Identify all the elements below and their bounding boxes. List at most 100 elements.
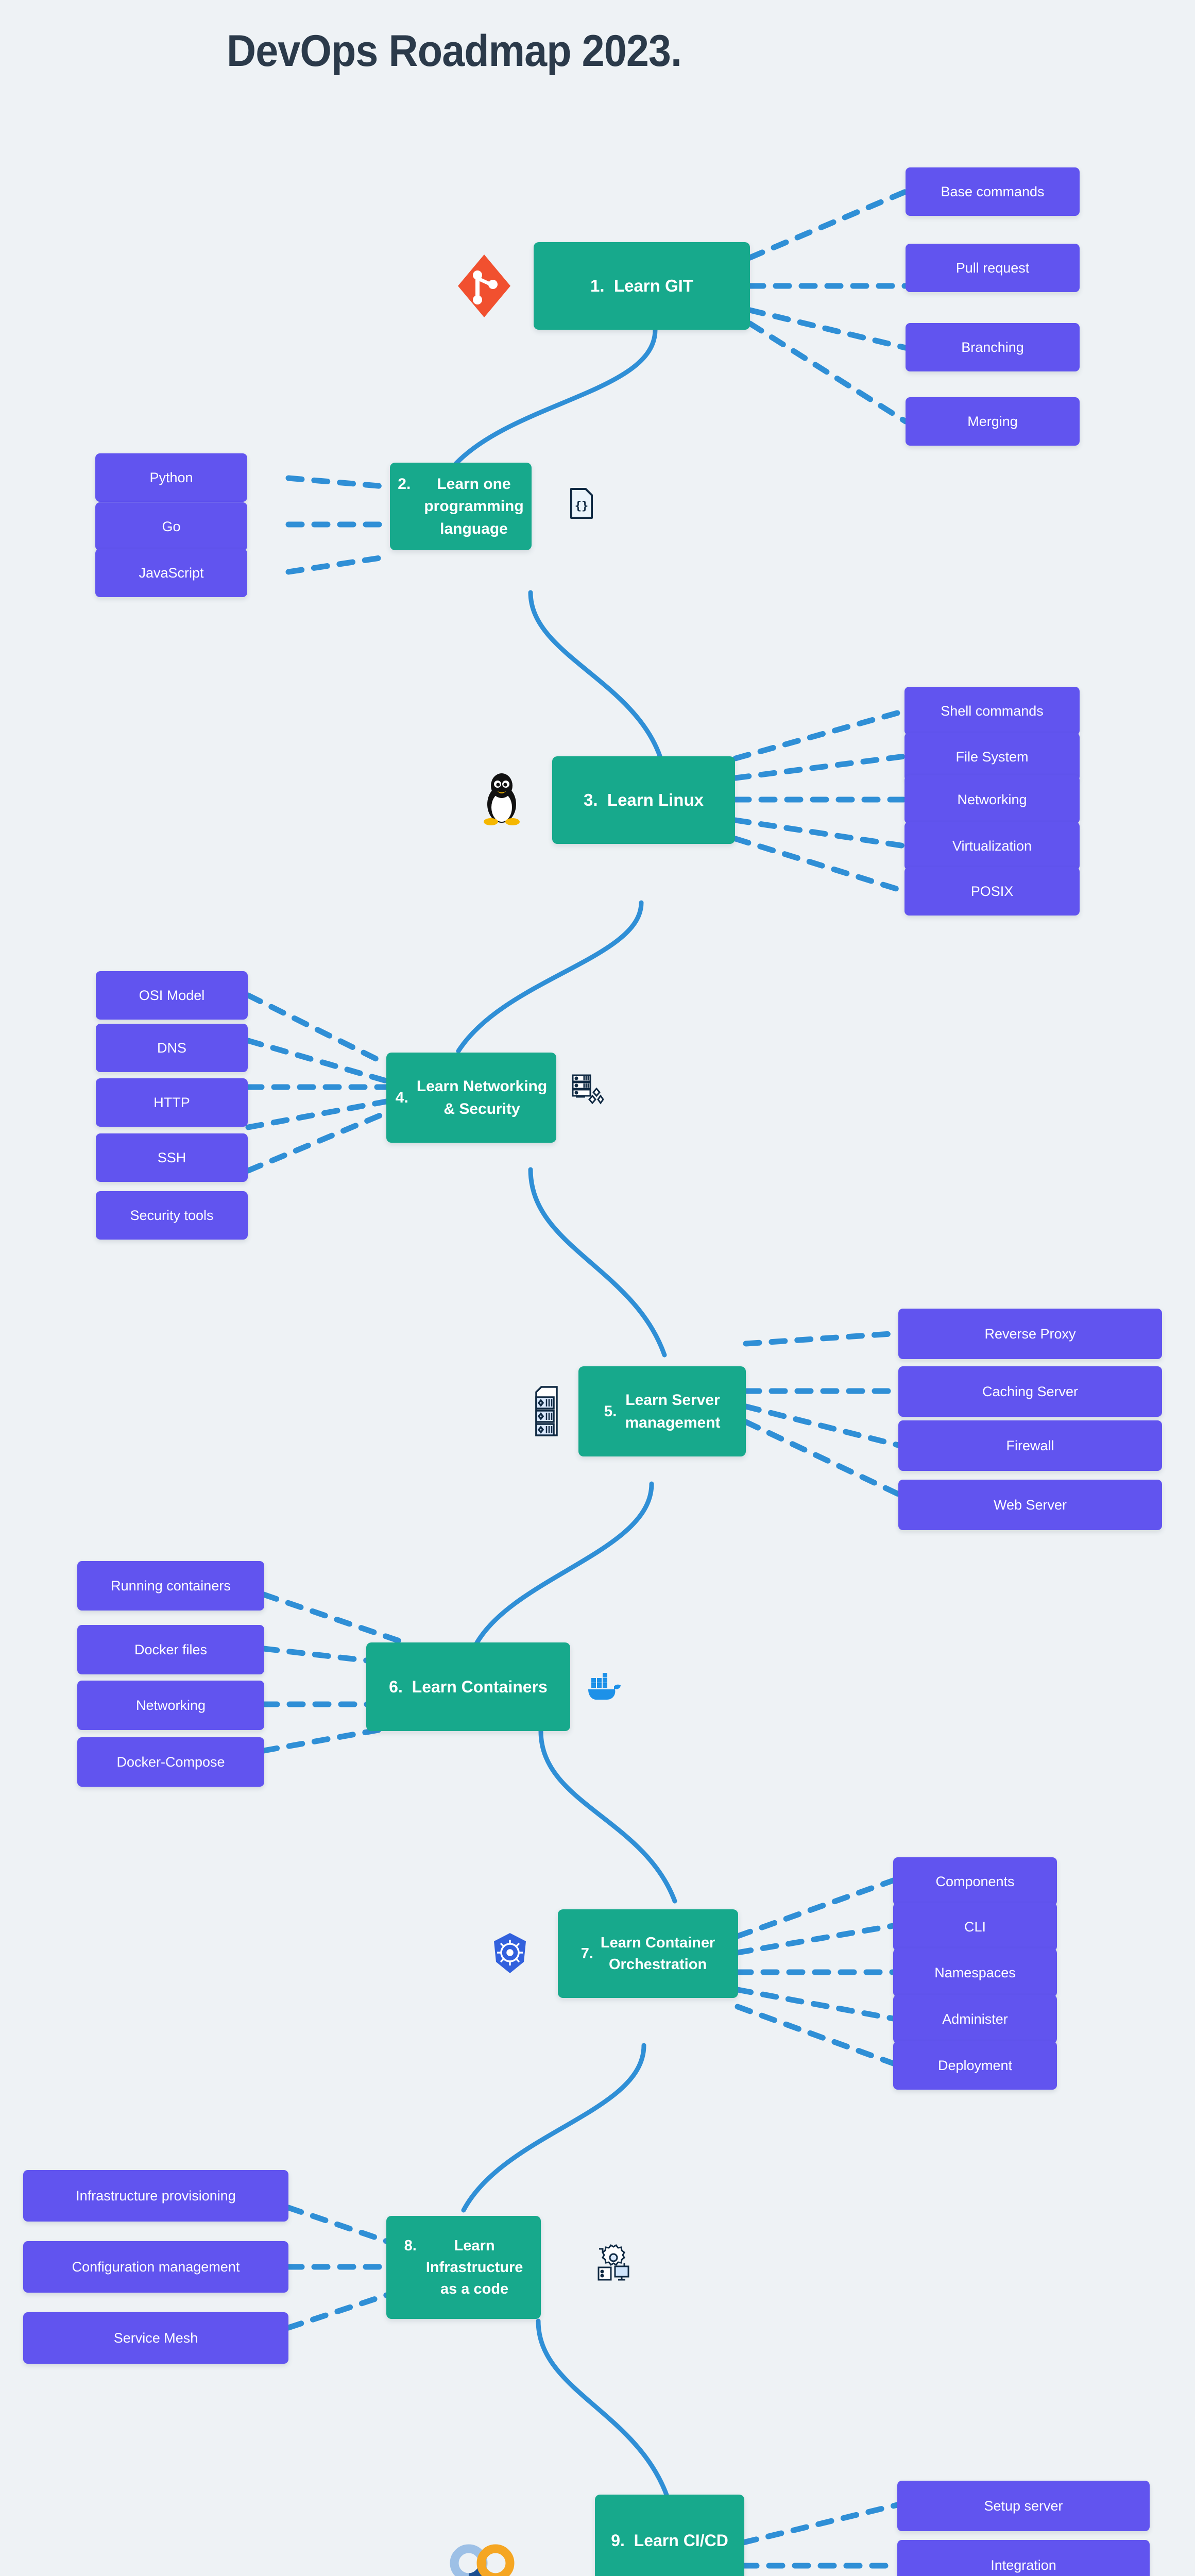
chip-label: Networking: [957, 791, 1027, 807]
step-8-title-line2: Infrastructure: [425, 2259, 523, 2276]
server-rack-icon: [533, 1385, 560, 1444]
chip-http[interactable]: HTTP: [96, 1078, 248, 1127]
chip-label: Administer: [942, 2011, 1008, 2027]
chip-docker-compose[interactable]: Docker-Compose: [77, 1737, 264, 1787]
step-7-title-line1: Learn Container: [600, 1934, 715, 1951]
chip-components[interactable]: Components: [893, 1857, 1057, 1906]
chip-ssh[interactable]: SSH: [96, 1133, 248, 1182]
chip-osi-model[interactable]: OSI Model: [96, 971, 248, 1020]
chip-label: Python: [149, 469, 193, 485]
step-node-5[interactable]: 5. Learn Server management: [578, 1366, 746, 1456]
chip-label: Networking: [135, 1697, 206, 1713]
chip-label: Namespaces: [934, 1964, 1016, 1980]
chip-administer[interactable]: Administer: [893, 1995, 1057, 2043]
chip-label: JavaScript: [139, 565, 204, 581]
page-title: DevOps Roadmap 2023.: [227, 26, 682, 76]
step-6-title: Learn Containers: [412, 1677, 548, 1696]
step-4-title-line1: Learn Networking: [416, 1078, 548, 1095]
chip-label: Docker-Compose: [116, 1754, 225, 1770]
code-file-icon: {}: [569, 487, 594, 522]
step-5-title-line1: Learn Server: [625, 1392, 720, 1409]
chip-pull-request[interactable]: Pull request: [906, 244, 1080, 292]
chip-label: Web Server: [993, 1497, 1067, 1513]
chip-web-server[interactable]: Web Server: [898, 1480, 1162, 1530]
step-4-number: 4.: [395, 1089, 408, 1106]
chip-label: CLI: [964, 1919, 986, 1935]
chip-virtualization[interactable]: Virtualization: [904, 822, 1080, 870]
step-8-number: 8.: [404, 2237, 417, 2254]
chip-label: Configuration management: [72, 2259, 240, 2275]
chip-security-tools[interactable]: Security tools: [96, 1191, 248, 1240]
linux-penguin-icon: [482, 770, 522, 829]
step-3-number: 3.: [584, 790, 598, 810]
chip-firewall[interactable]: Firewall: [898, 1420, 1162, 1471]
chip-label: SSH: [157, 1149, 186, 1165]
chip-go[interactable]: Go: [95, 502, 247, 551]
chip-docker-files[interactable]: Docker files: [77, 1625, 264, 1674]
chip-label: Infrastructure provisioning: [76, 2188, 236, 2204]
chip-label: HTTP: [153, 1094, 190, 1110]
step-9-title: Learn CI/CD: [634, 2531, 728, 2550]
chip-networking-linux[interactable]: Networking: [904, 775, 1080, 824]
chip-service-mesh[interactable]: Service Mesh: [23, 2312, 288, 2364]
chip-dns[interactable]: DNS: [96, 1024, 248, 1072]
chip-javascript[interactable]: JavaScript: [95, 549, 247, 597]
step-node-4[interactable]: 4. Learn Networking & Security: [386, 1053, 556, 1143]
chip-label: Base commands: [941, 183, 1045, 199]
step-2-title-line2: programming: [424, 498, 524, 515]
chip-configuration-management[interactable]: Configuration management: [23, 2241, 288, 2293]
chip-label: POSIX: [970, 883, 1014, 899]
step-node-9[interactable]: 9. Learn CI/CD: [595, 2495, 744, 2576]
chip-merging[interactable]: Merging: [906, 397, 1080, 446]
step-8-title-line3: as a code: [440, 2281, 509, 2298]
chip-integration[interactable]: Integration: [897, 2540, 1150, 2576]
step-3-title: Learn Linux: [607, 790, 704, 810]
chip-label: Docker files: [134, 1641, 208, 1657]
chip-infrastructure-provisioning[interactable]: Infrastructure provisioning: [23, 2170, 288, 2222]
chip-caching-server[interactable]: Caching Server: [898, 1366, 1162, 1417]
chip-label: Running containers: [111, 1578, 231, 1594]
docker-whale-icon: [587, 1672, 621, 1706]
chip-running-containers[interactable]: Running containers: [77, 1561, 264, 1611]
chip-shell-commands[interactable]: Shell commands: [904, 687, 1080, 735]
chip-python[interactable]: Python: [95, 453, 247, 502]
chip-label: Deployment: [937, 2057, 1013, 2073]
step-node-7[interactable]: 7. Learn Container Orchestration: [558, 1909, 738, 1998]
step-2-title-line1: Learn one: [437, 475, 511, 493]
step-node-6[interactable]: 6. Learn Containers: [366, 1642, 570, 1731]
chip-label: Components: [935, 1873, 1015, 1889]
chip-label: Merging: [967, 413, 1018, 429]
step-9-number: 9.: [611, 2531, 625, 2550]
chip-base-commands[interactable]: Base commands: [906, 167, 1080, 216]
step-node-8[interactable]: 8. Learn Infrastructure as a code: [386, 2216, 541, 2319]
chip-networking-docker[interactable]: Networking: [77, 1681, 264, 1730]
chip-cli[interactable]: CLI: [893, 1903, 1057, 1951]
chip-namespaces[interactable]: Namespaces: [893, 1948, 1057, 1997]
svg-text:{}: {}: [575, 500, 589, 513]
chip-setup-server[interactable]: Setup server: [897, 2481, 1150, 2531]
step-node-1[interactable]: 1. Learn GIT: [534, 242, 750, 330]
chip-file-system[interactable]: File System: [904, 733, 1080, 781]
chip-posix[interactable]: POSIX: [904, 867, 1080, 916]
cicd-infinity-icon: [449, 2540, 516, 2576]
chip-branching[interactable]: Branching: [906, 323, 1080, 371]
step-1-number: 1.: [590, 276, 605, 296]
step-node-2[interactable]: 2. Learn one programming language: [390, 463, 532, 550]
step-8-title-line1: Learn: [454, 2237, 495, 2254]
chip-label: Branching: [961, 339, 1024, 355]
step-7-number: 7.: [581, 1945, 593, 1962]
chip-label: Caching Server: [982, 1383, 1079, 1399]
chip-reverse-proxy[interactable]: Reverse Proxy: [898, 1309, 1162, 1359]
chip-deployment[interactable]: Deployment: [893, 2041, 1057, 2090]
chip-label: Pull request: [955, 260, 1030, 276]
step-7-title-line2: Orchestration: [609, 1956, 707, 1973]
chip-label: Go: [162, 518, 181, 534]
step-1-title: Learn GIT: [613, 276, 693, 296]
chip-label: Virtualization: [952, 838, 1032, 854]
step-node-3[interactable]: 3. Learn Linux: [552, 756, 735, 844]
chip-label: Reverse Proxy: [984, 1326, 1076, 1342]
git-icon: [456, 252, 513, 322]
chip-label: File System: [955, 749, 1029, 765]
chip-label: OSI Model: [139, 987, 205, 1003]
